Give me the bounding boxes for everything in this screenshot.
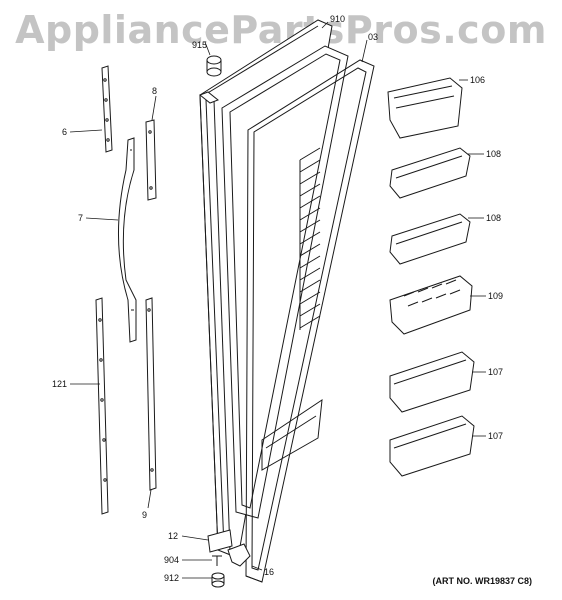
callout-904: 904	[164, 555, 179, 565]
hinge-bracket-16	[227, 543, 251, 567]
hinge-plate-12	[207, 529, 233, 553]
liner-ribs	[299, 147, 321, 330]
callout-910: 910	[330, 14, 345, 24]
callout-03: 03	[368, 32, 378, 42]
bushing-912	[211, 572, 225, 588]
callout-121: 121	[52, 379, 67, 389]
callout-16: 16	[264, 567, 274, 577]
callout-107-lower: 107	[488, 431, 503, 441]
bracket-8	[145, 119, 157, 201]
door-gasket	[245, 59, 375, 583]
callout-108-upper: 108	[486, 149, 501, 159]
callout-9: 9	[142, 510, 147, 520]
screw-904	[212, 555, 222, 566]
callout-12: 12	[168, 531, 178, 541]
callout-7: 7	[78, 213, 83, 223]
callout-107-upper: 107	[488, 367, 503, 377]
callout-109: 109	[488, 291, 503, 301]
strip-9	[145, 297, 157, 491]
leader-lines	[69, 21, 486, 579]
callout-6: 6	[62, 127, 67, 137]
callout-106: 106	[470, 75, 485, 85]
callout-108-lower: 108	[486, 213, 501, 223]
dairy-cover-106	[387, 77, 463, 139]
door-handle-7	[118, 137, 137, 343]
art-number: (ART NO. WR19837 C8)	[432, 576, 532, 586]
hinge-bushing-915	[206, 55, 222, 77]
egg-tray-109	[389, 275, 473, 335]
trim-upper-6	[101, 65, 113, 153]
callout-912: 912	[164, 573, 179, 583]
callout-915: 915	[192, 40, 207, 50]
door-bin-108-lower	[389, 213, 471, 265]
callout-8: 8	[152, 86, 157, 96]
door-bin-107-lower	[389, 415, 475, 477]
door-bin-108-upper	[389, 147, 471, 199]
trim-long-121	[95, 297, 109, 515]
door-bin-107-upper	[389, 351, 475, 413]
